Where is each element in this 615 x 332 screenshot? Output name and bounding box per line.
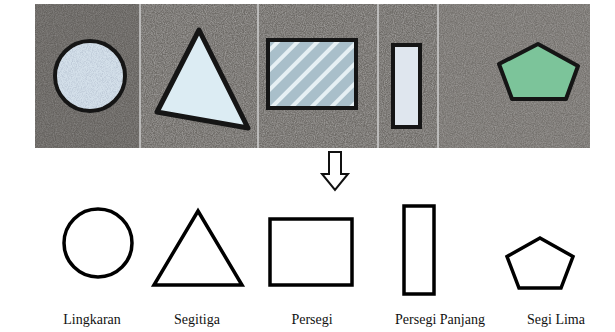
photo-panel bbox=[35, 4, 140, 148]
circle-outline bbox=[64, 209, 132, 277]
square-outline bbox=[270, 219, 352, 285]
shape-outline bbox=[62, 207, 134, 279]
photo-pentagon bbox=[499, 44, 578, 99]
shape-outline bbox=[268, 217, 354, 287]
asphalt-ground bbox=[35, 4, 590, 148]
shape-outline bbox=[505, 236, 575, 290]
shape-label: Segi Lima bbox=[527, 312, 585, 328]
photo-seam bbox=[257, 4, 259, 148]
photo-square bbox=[268, 40, 356, 108]
shape-node: Segitiga bbox=[152, 209, 244, 330]
triangle-outline bbox=[154, 211, 242, 285]
asphalt-texture bbox=[35, 4, 590, 148]
down-arrow bbox=[322, 152, 348, 190]
rectangle-outline bbox=[404, 206, 434, 294]
shape-node: Segi Lima bbox=[505, 236, 585, 330]
pentagon-outline bbox=[507, 238, 573, 288]
photo-seam bbox=[139, 4, 141, 148]
granite-texture bbox=[57, 43, 123, 109]
shape-label: Persegi bbox=[291, 312, 332, 328]
photo-triangle bbox=[157, 30, 248, 128]
shape-label: Persegi Panjang bbox=[395, 312, 485, 328]
photo-seam bbox=[377, 4, 379, 148]
photo-panel bbox=[440, 4, 590, 148]
shape-label: Lingkaran bbox=[63, 312, 121, 328]
photo-circle bbox=[55, 41, 125, 111]
shape-node: Persegi Panjang bbox=[395, 204, 485, 330]
photo-seam bbox=[437, 4, 439, 148]
shape-node: Persegi bbox=[268, 217, 354, 330]
shape-outline bbox=[152, 209, 244, 287]
shape-outline bbox=[402, 204, 436, 296]
shape-label: Segitiga bbox=[174, 312, 220, 328]
shape-node: Lingkaran bbox=[62, 207, 134, 330]
photo-rectangle bbox=[393, 45, 420, 127]
